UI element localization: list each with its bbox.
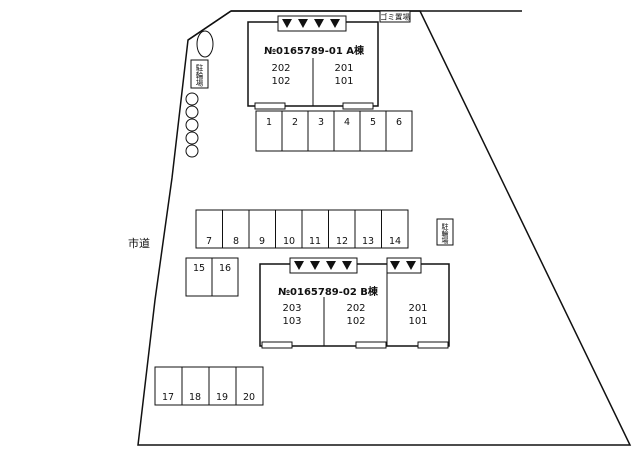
building-a: №0165789-01 A棟 202 102 201 101 (247, 15, 379, 110)
parking-space-number: 1 (266, 117, 272, 128)
building-a-step (342, 102, 374, 110)
building-b-room-upper: 203 (282, 303, 301, 314)
parking-space (281, 110, 309, 152)
parking-space (301, 209, 329, 249)
parking-space (359, 110, 387, 152)
entrance-arrow-icon (390, 261, 400, 270)
building-b-room-lower: 103 (282, 316, 301, 327)
entrance-arrow-icon (406, 261, 416, 270)
road-label: 市道 (128, 236, 150, 250)
parking-space-number: 5 (370, 117, 376, 128)
parking-space-number: 14 (389, 236, 401, 247)
building-b: №0165789-02 B棟 203 103 202 102 201 101 (259, 257, 450, 349)
parking-space-number: 19 (216, 392, 228, 403)
building-b-room-upper: 202 (346, 303, 365, 314)
parking-space-number: 4 (344, 117, 350, 128)
parking-space (208, 366, 237, 406)
entrance-arrow-icon (294, 261, 304, 270)
tree-row (185, 30, 214, 158)
building-b-step (261, 341, 293, 349)
entrance-arrow-icon (314, 19, 324, 28)
parking-space-number: 18 (189, 392, 201, 403)
site-outline (137, 10, 632, 446)
tree-icon (185, 144, 199, 158)
garbage-area-label: ゴミ置場 (380, 12, 410, 22)
bike-parking-a: 駐輪場 (190, 59, 209, 89)
building-b-room-lower: 101 (408, 316, 427, 327)
bike-parking-b-label: 駐輪場 (441, 222, 449, 245)
parking-row-middle: 7 8 9 10 11 12 13 14 (195, 209, 409, 249)
parking-space (255, 110, 283, 152)
entrance-arrow-icon (310, 261, 320, 270)
parking-space (385, 110, 413, 152)
garbage-area: ゴミ置場 (379, 10, 411, 23)
bike-parking-b: 駐輪場 (436, 218, 454, 246)
parking-space (235, 366, 264, 406)
tree-icon (185, 105, 199, 119)
parking-space (248, 209, 276, 249)
building-a-room-upper: 201 (334, 63, 353, 74)
parking-row-bottom: 17 18 19 20 (154, 366, 264, 406)
parking-space-number: 7 (206, 236, 212, 247)
parking-space (222, 209, 250, 249)
parking-space-number: 10 (283, 236, 295, 247)
parking-space-number: 13 (362, 236, 374, 247)
parking-pair: 15 16 (185, 257, 239, 297)
entrance-arrow-icon (326, 261, 336, 270)
parking-space-number: 3 (318, 117, 324, 128)
entrance-arrow-icon (330, 19, 340, 28)
parking-space-number: 9 (259, 236, 265, 247)
building-b-room-upper: 201 (408, 303, 427, 314)
parking-space-number: 2 (292, 117, 298, 128)
tree-icon (185, 118, 199, 132)
parking-space (381, 209, 409, 249)
entrance-arrow-icon (342, 261, 352, 270)
bike-parking-a-label: 駐輪場 (195, 63, 204, 88)
parking-space-number: 17 (162, 392, 174, 403)
parking-space-number: 15 (193, 263, 205, 274)
building-a-title: №0165789-01 A棟 (264, 44, 365, 57)
tree-icon (185, 131, 199, 145)
entrance-arrow-icon (282, 19, 292, 28)
entry-line (187, 10, 232, 41)
parking-space (211, 257, 239, 297)
parking-space-number: 11 (309, 236, 321, 247)
parking-space (333, 110, 361, 152)
entrance-markers-b (289, 257, 422, 274)
building-a-room-upper: 202 (271, 63, 290, 74)
building-b-step (417, 341, 449, 349)
tree-icon (185, 92, 199, 106)
entrance-arrow-icon (298, 19, 308, 28)
building-a-room-lower: 102 (271, 76, 290, 87)
building-b-title: №0165789-02 B棟 (278, 285, 379, 298)
building-b-step (355, 341, 387, 349)
parking-space (181, 366, 210, 406)
building-b-room-lower: 102 (346, 316, 365, 327)
parking-space-number: 20 (243, 392, 255, 403)
parking-row-top: 1 2 3 4 5 6 (255, 110, 413, 152)
parking-space (195, 209, 223, 249)
building-a-step (254, 102, 286, 110)
parking-space-number: 6 (396, 117, 402, 128)
parking-space-number: 8 (233, 236, 239, 247)
building-a-room-lower: 101 (334, 76, 353, 87)
entrance-markers-a (277, 15, 347, 32)
tree-icon (196, 30, 214, 58)
parking-space (154, 366, 183, 406)
parking-space (307, 110, 335, 152)
parking-space-number: 16 (219, 263, 231, 274)
parking-space (275, 209, 303, 249)
parking-space (185, 257, 213, 297)
parking-space-number: 12 (336, 236, 348, 247)
